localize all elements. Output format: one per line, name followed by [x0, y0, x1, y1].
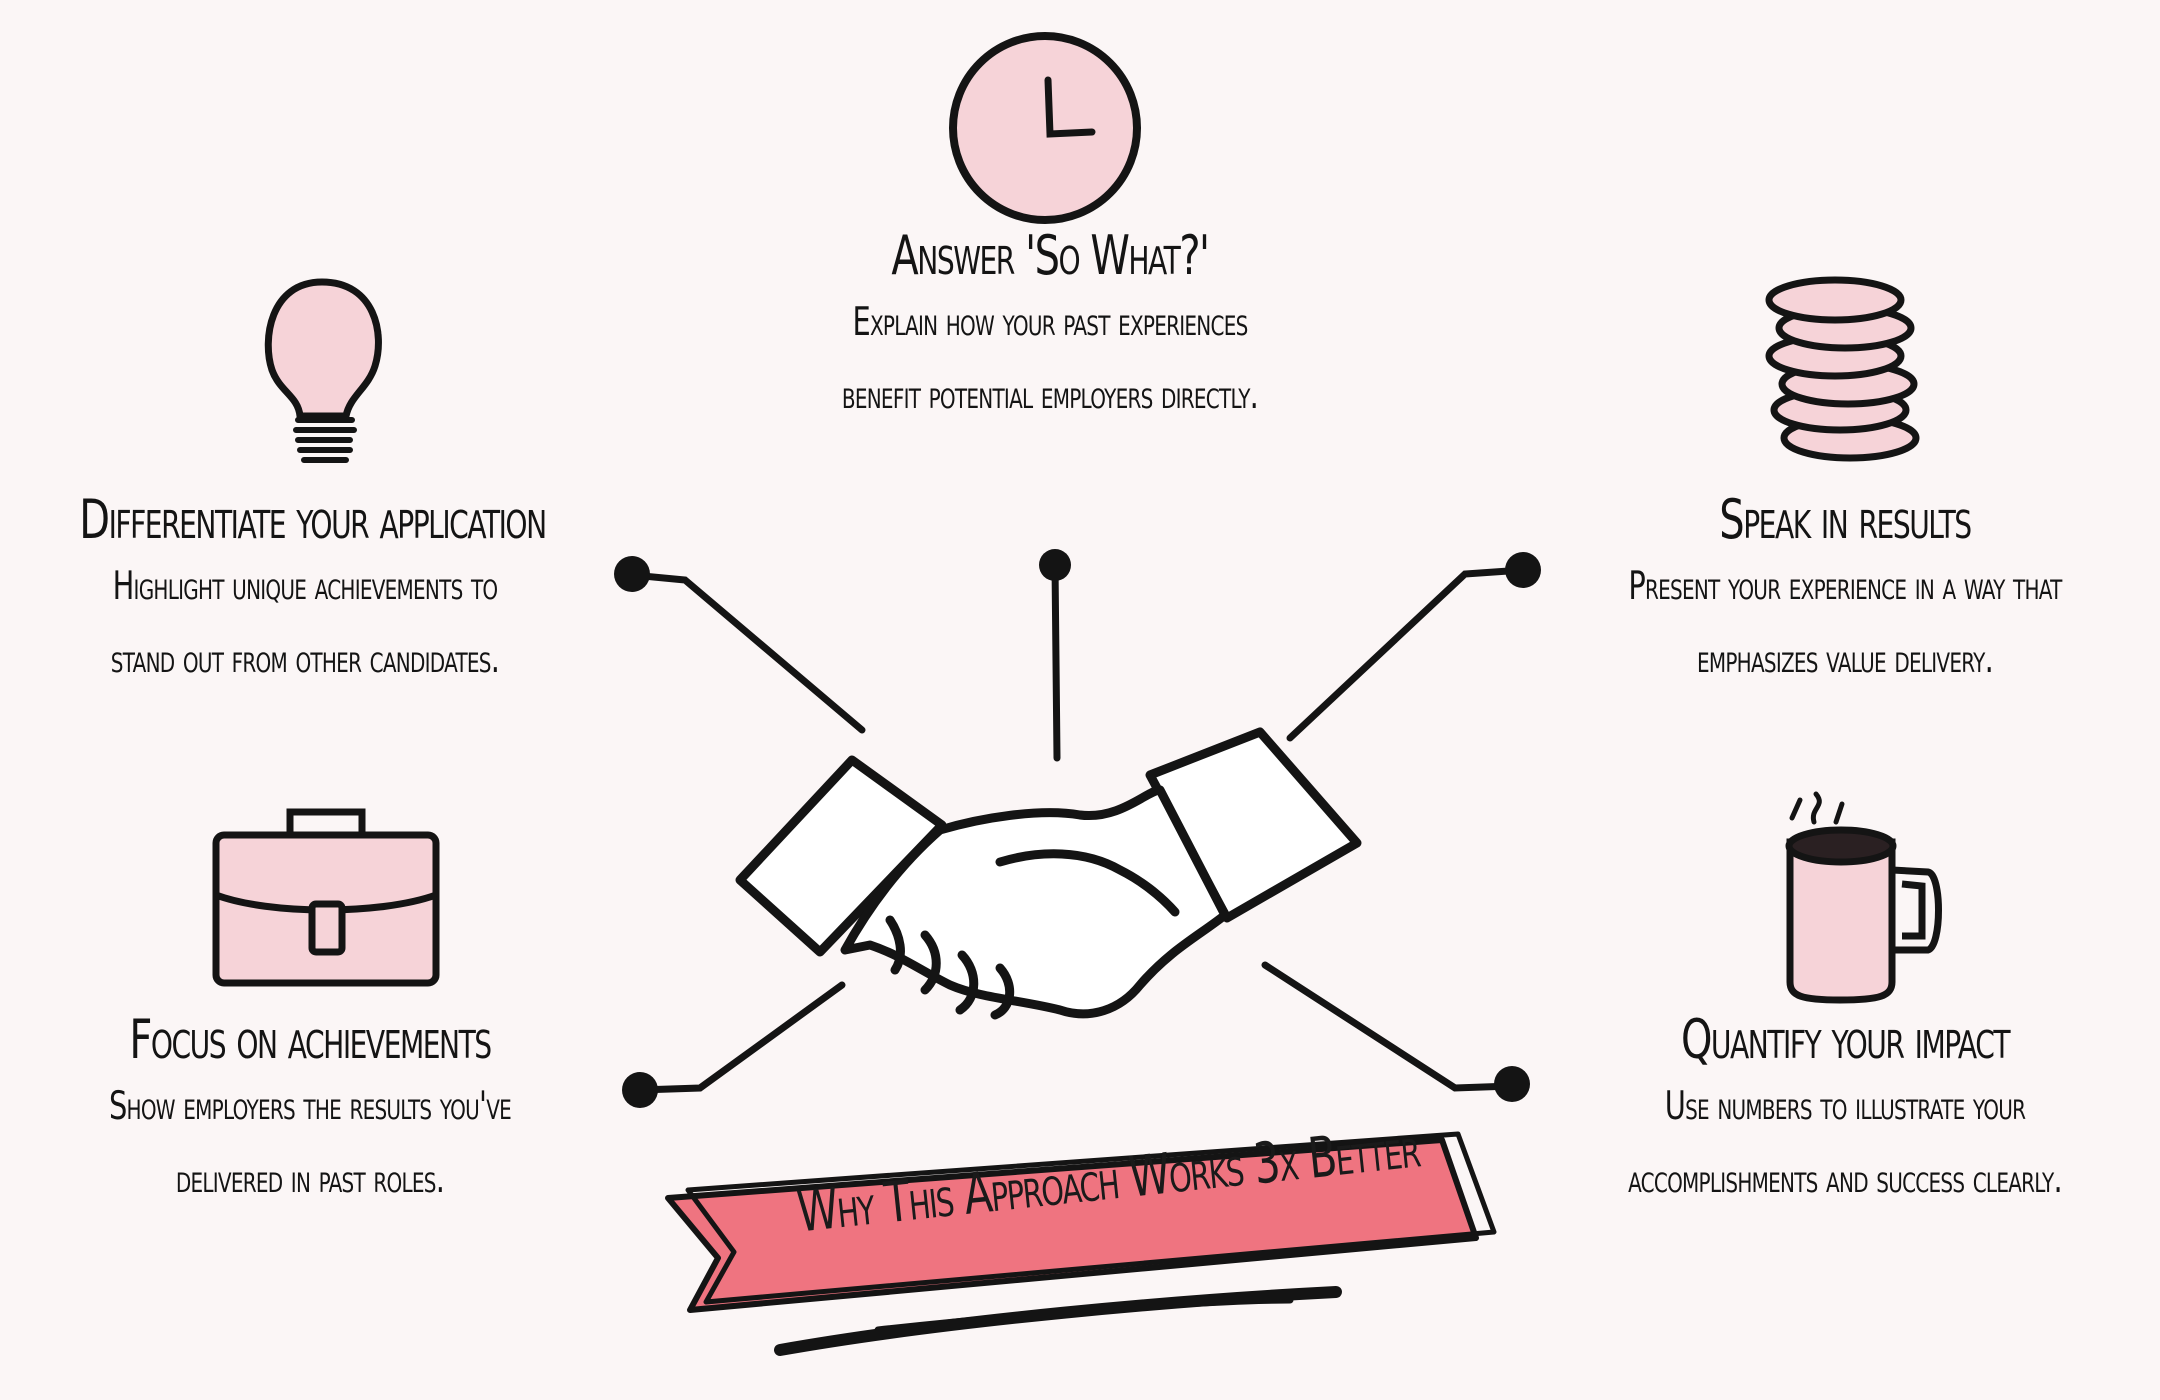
- item-desc-line2: accomplishments and success clearly.: [1628, 1156, 2063, 1202]
- item-answer-so-what: Answer 'So What?' Explain how your past …: [650, 226, 1450, 430]
- briefcase-icon: [212, 808, 440, 987]
- banner-ribbon: [665, 1131, 1497, 1356]
- item-title: Focus on achievements: [129, 1008, 492, 1071]
- lightbulb-icon: [264, 278, 382, 463]
- connector-right-lower: [1261, 961, 1516, 1092]
- item-title: Speak in results: [1719, 488, 1972, 551]
- item-desc-line2: stand out from other candidates.: [110, 636, 500, 682]
- item-desc-line2: emphasizes value delivery.: [1696, 636, 1994, 682]
- connector-top: [1051, 561, 1061, 762]
- item-desc-line1: Use numbers to illustrate your: [1664, 1084, 2026, 1130]
- item-desc-line1: Show employers the results you've: [108, 1084, 512, 1130]
- connectors: [614, 549, 1541, 1108]
- item-quantify-impact: Quantify your impact Use numbers to illu…: [1530, 1010, 2160, 1214]
- item-desc-line1: Highlight unique achievements to: [112, 564, 499, 610]
- item-desc-line1: Present your experience in a way that: [1628, 564, 2062, 610]
- connector-left-upper: [628, 571, 866, 734]
- coin-stack-icon: [1765, 276, 1920, 462]
- item-speak-in-results: Speak in results Present your experience…: [1530, 490, 2160, 694]
- item-title: Answer 'So What?': [891, 224, 1210, 287]
- connector-right-upper: [1286, 566, 1527, 742]
- item-desc-line1: Explain how your past experiences: [852, 300, 1248, 346]
- connector-left-lower: [636, 981, 846, 1094]
- item-title: Differentiate your application: [79, 488, 547, 551]
- item-desc-line2: benefit potential employers directly.: [841, 372, 1259, 418]
- item-title: Quantify your impact: [1680, 1008, 2011, 1071]
- clock-icon: [949, 32, 1141, 224]
- handshake-icon: [735, 727, 1362, 1020]
- item-desc-line2: delivered in past roles.: [175, 1156, 445, 1202]
- item-differentiate: Differentiate your application Highlight…: [0, 490, 610, 694]
- coffee-mug-icon: [1785, 791, 1942, 1004]
- item-focus-on-achievements: Focus on achievements Show employers the…: [0, 1010, 620, 1214]
